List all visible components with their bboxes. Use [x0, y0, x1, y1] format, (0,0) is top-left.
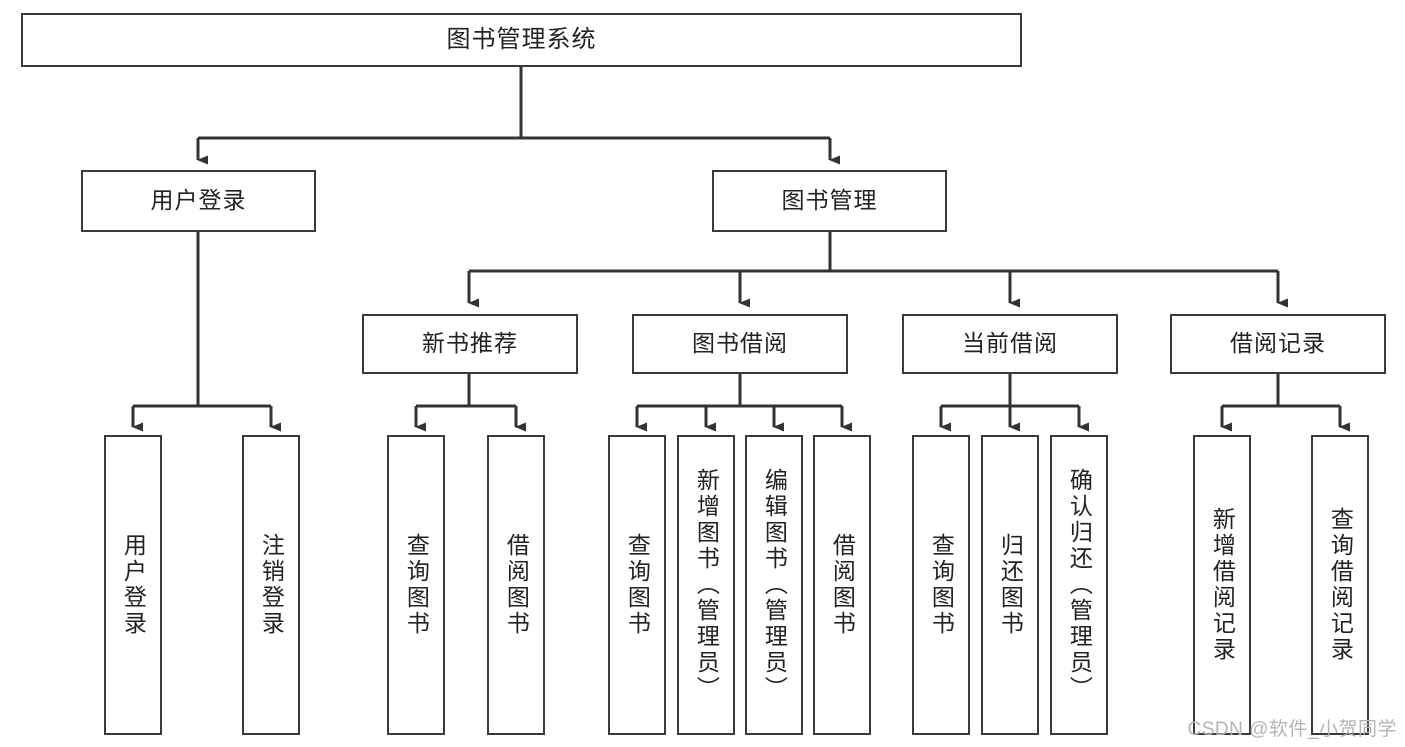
leaf-br-add-record-label: 新增借阅记录	[1209, 507, 1236, 663]
leaf-bb-borrow-book[interactable]: 借阅图书	[813, 435, 871, 735]
leaf-bb-borrow-book-label: 借阅图书	[829, 533, 856, 637]
leaf-bb-query-book[interactable]: 查询图书	[608, 435, 666, 735]
leaf-bb-edit-book-admin-label: 编辑图书（管理员）	[761, 468, 788, 702]
leaf-user-login[interactable]: 用户登录	[104, 435, 162, 735]
leaf-bb-add-book-admin-label: 新增图书（管理员）	[693, 468, 720, 702]
leaf-logout-label: 注销登录	[258, 533, 285, 637]
node-root-label: 图书管理系统	[446, 25, 597, 53]
leaf-bb-add-book-admin[interactable]: 新增图书（管理员）	[677, 435, 735, 735]
node-user-login-label: 用户登录	[150, 187, 247, 214]
node-current-borrow[interactable]: 当前借阅	[902, 314, 1118, 374]
node-new-book-recommend[interactable]: 新书推荐	[362, 314, 578, 374]
leaf-br-query-record[interactable]: 查询借阅记录	[1311, 435, 1369, 735]
leaf-user-login-label: 用户登录	[120, 533, 147, 637]
node-borrow-record-label: 借阅记录	[1230, 330, 1326, 357]
leaf-br-add-record[interactable]: 新增借阅记录	[1193, 435, 1251, 735]
node-new-book-recommend-label: 新书推荐	[422, 330, 518, 357]
node-user-login[interactable]: 用户登录	[81, 170, 316, 232]
node-book-management[interactable]: 图书管理	[712, 170, 947, 232]
node-root-book-management-system[interactable]: 图书管理系统	[21, 13, 1022, 67]
leaf-nb-borrow-book-label: 借阅图书	[503, 533, 530, 637]
leaf-nb-borrow-book[interactable]: 借阅图书	[487, 435, 545, 735]
leaf-cb-return-book-label: 归还图书	[997, 533, 1024, 637]
leaf-cb-confirm-return-admin[interactable]: 确认归还（管理员）	[1050, 435, 1108, 735]
node-book-management-label: 图书管理	[781, 187, 878, 214]
leaf-cb-confirm-return-admin-label: 确认归还（管理员）	[1066, 468, 1093, 702]
node-book-borrow-label: 图书借阅	[692, 330, 788, 357]
leaf-logout[interactable]: 注销登录	[242, 435, 300, 735]
leaf-bb-query-book-label: 查询图书	[624, 533, 651, 637]
leaf-cb-query-book-label: 查询图书	[928, 533, 955, 637]
node-book-borrow[interactable]: 图书借阅	[632, 314, 848, 374]
leaf-cb-query-book[interactable]: 查询图书	[912, 435, 970, 735]
leaf-cb-return-book[interactable]: 归还图书	[981, 435, 1039, 735]
leaf-nb-query-book-label: 查询图书	[403, 533, 430, 637]
leaf-bb-edit-book-admin[interactable]: 编辑图书（管理员）	[745, 435, 803, 735]
leaf-br-query-record-label: 查询借阅记录	[1327, 507, 1354, 663]
node-current-borrow-label: 当前借阅	[962, 330, 1058, 357]
node-borrow-record[interactable]: 借阅记录	[1170, 314, 1386, 374]
leaf-nb-query-book[interactable]: 查询图书	[387, 435, 445, 735]
